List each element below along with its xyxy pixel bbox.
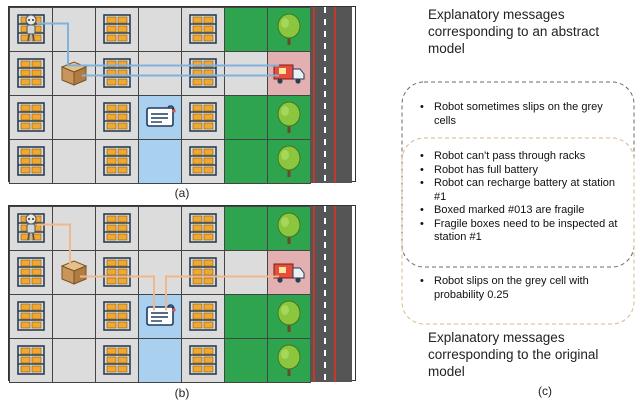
tree-icon <box>276 100 302 139</box>
abstract-model-heading: Explanatory messages corresponding to an… <box>428 7 600 56</box>
abstract-model-region <box>401 81 635 268</box>
rack-icon <box>188 13 218 50</box>
robot-path-original-line <box>165 275 279 311</box>
caption-a: (a) <box>174 186 190 200</box>
caption-b: (b) <box>174 386 190 400</box>
road-center-line <box>324 7 326 183</box>
caption-c: (c) <box>538 384 552 398</box>
rack-icon <box>102 212 132 249</box>
rack-icon <box>16 145 46 182</box>
shared-message-2: Robot has full battery <box>420 164 625 178</box>
cell-a-r2-c4 <box>138 51 182 96</box>
cell-b-r2-c4 <box>138 250 182 295</box>
cell-a-r2-c5 <box>181 51 225 96</box>
rack-icon <box>16 344 46 381</box>
rack-icon <box>16 101 46 138</box>
cell-a-r4-c6 <box>224 139 268 184</box>
rack-icon <box>102 13 132 50</box>
abstract-message-1: Robot sometimes slips on the grey cells <box>420 101 620 128</box>
rack-icon <box>188 300 218 337</box>
robot-path-abstract-line <box>37 22 279 67</box>
tree-icon <box>276 12 302 51</box>
original-model-region <box>401 137 635 325</box>
rack-icon <box>188 344 218 381</box>
delivery-truck-icon <box>272 259 306 290</box>
cell-a-r2-c3 <box>95 51 139 96</box>
cell-b-r3-c6 <box>224 294 268 339</box>
warehouse-grid-b <box>8 205 356 383</box>
road-center-line <box>324 206 326 382</box>
inspection-station-icon <box>144 302 176 335</box>
cell-b-r3-c2 <box>52 294 96 339</box>
rack-icon <box>188 101 218 138</box>
road-edge-line <box>334 7 336 183</box>
rack-icon <box>16 57 46 94</box>
abstract-message-list: Robot sometimes slips on the grey cells <box>420 101 620 128</box>
tree-icon <box>276 144 302 183</box>
original-message-list: Robot slips on the grey cell with probab… <box>420 275 625 302</box>
road-a <box>310 7 352 183</box>
shared-message-list: Robot can't pass through racks Robot has… <box>420 150 625 245</box>
cell-a-r1-c2 <box>52 7 96 52</box>
rack-icon <box>188 212 218 249</box>
shared-message-1: Robot can't pass through racks <box>420 150 625 164</box>
rack-icon <box>102 344 132 381</box>
tree-icon <box>276 299 302 338</box>
cell-b-r4-c6 <box>224 338 268 383</box>
cell-a-r1-c6 <box>224 7 268 52</box>
cell-a-r1-c5 <box>181 7 225 52</box>
tree-icon <box>276 211 302 250</box>
road-b <box>310 206 352 382</box>
rack-icon <box>102 145 132 182</box>
rack-icon <box>188 145 218 182</box>
cell-b-r2-c6 <box>224 250 268 295</box>
tree-icon <box>276 343 302 382</box>
rack-icon <box>102 57 132 94</box>
inspection-station-icon <box>144 103 176 136</box>
original-message-1: Robot slips on the grey cell with probab… <box>420 275 625 302</box>
warehouse-grid-a <box>8 6 356 184</box>
road-edge-line <box>313 206 315 382</box>
rack-icon <box>16 256 46 293</box>
cell-b-r1-c4 <box>138 206 182 251</box>
delivery-truck-icon <box>272 60 306 91</box>
cell-a-r2-c6 <box>224 51 268 96</box>
rack-icon <box>16 300 46 337</box>
robot-path-original-line <box>37 223 71 267</box>
shared-message-4: Boxed marked #013 are fragile <box>420 204 625 218</box>
rack-icon <box>188 57 218 94</box>
shared-message-3: Robot can recharge battery at station #1 <box>420 177 625 204</box>
road-edge-line <box>334 206 336 382</box>
robot-icon <box>21 212 41 247</box>
rack-icon <box>102 300 132 337</box>
original-model-heading: Explanatory messages corresponding to th… <box>428 330 599 379</box>
road-edge-line <box>313 7 315 183</box>
shared-message-5: Fragile boxes need to be inspected at st… <box>420 218 625 245</box>
robot-path-original-line <box>80 275 155 311</box>
robot-icon <box>21 13 41 48</box>
rack-icon <box>102 101 132 138</box>
cell-b-r1-c2 <box>52 206 96 251</box>
